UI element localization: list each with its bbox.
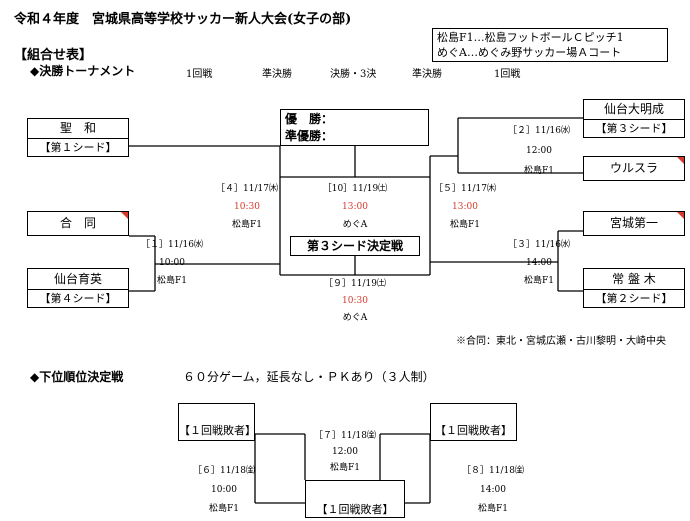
loser-label: 【１回戦敗者】 (179, 424, 256, 437)
match-time: 14:00 (526, 258, 552, 268)
team-box-godo: 合 同 (27, 211, 129, 236)
match-label: ［８］11/18㈮ (462, 466, 524, 476)
winner-label: 優 勝： (285, 112, 334, 126)
match-label: ［３］11/16㈬ (508, 240, 570, 250)
team-name: ウルスラ (609, 161, 658, 175)
round-header-5: 1回戦 (494, 69, 521, 80)
match-venue: 松島F1 (524, 276, 554, 286)
page-title: 令和４年度 宮城県高等学校サッカー新人大会(女子の部) (14, 12, 352, 27)
seed-label: 【第３シード】 (584, 119, 684, 138)
match-9-info: ［９］11/19㈯ 10:30 めぐA (315, 276, 395, 327)
loser-box-right: 【１回戦敗者】 (430, 403, 517, 441)
match-time: 10:30 (342, 296, 368, 306)
team-box-tokiwagi: 常 盤 木 【第２シード】 (583, 268, 685, 308)
match-10-info: ［10］11/19㈯ 13:00 めぐA (315, 180, 395, 234)
team-box-ikuei: 仙台育英 【第４シード】 (27, 268, 129, 308)
match-6-info: ［６］11/18㈮ 10:00 松島F1 (189, 462, 259, 519)
third-place-box: 第３シード決定戦 (290, 236, 420, 256)
match-venue: 松島F1 (157, 276, 187, 286)
match-label: ［４］11/17㈭ (216, 184, 278, 194)
seed-label: 【第１シード】 (28, 138, 128, 157)
seed-label: 【第２シード】 (584, 289, 684, 308)
match-venue: 松島F1 (209, 504, 239, 514)
round-header-2: 準決勝 (262, 69, 292, 80)
match-label: ［２］11/16㈬ (508, 126, 570, 136)
match-label: ［９］11/19㈯ (324, 279, 386, 289)
lower-bracket-rule: ６０分ゲーム，延長なし・ＰＫあり（３人制） (183, 370, 435, 384)
match-5-info: ［５］11/17㈭ 13:00 松島F1 (430, 180, 500, 234)
team-name: 仙台大明成 (603, 102, 664, 116)
seed-label: 【第４シード】 (28, 289, 128, 308)
lower-bracket-label: ◆下位順位決定戦 (30, 370, 124, 384)
section-label: 【組合せ表】 (14, 48, 93, 63)
loser-label: 【１回戦敗者】 (316, 503, 394, 516)
team-name: 常 盤 木 (612, 272, 656, 286)
match-3-info: ［３］11/16㈬ 14:00 松島F1 (504, 236, 574, 290)
match-4-info: ［４］11/17㈭ 10:30 松島F1 (214, 180, 280, 234)
match-7-info: ［７］11/18㈮ 12:00 松島F1 (310, 428, 380, 476)
match-label: ［10］11/19㈯ (322, 184, 388, 194)
match-label: ［７］11/18㈮ (314, 431, 376, 441)
match-label: ［１］11/16㈬ (141, 240, 203, 250)
team-name: 合 同 (59, 216, 96, 230)
team-box-ursula: ウルスラ (583, 156, 685, 181)
match-venue: めぐA (342, 220, 368, 230)
loser-box-bottom: 【１回戦敗者】 (305, 480, 405, 518)
match-time: 10:30 (234, 202, 260, 212)
venue-legend: 松島F1…松島フットボールＣピッチ1 めぐA…めぐみ野サッカー場Ａコート (432, 28, 668, 62)
match-time: 10:00 (211, 485, 237, 495)
match-label: ［５］11/17㈭ (434, 184, 496, 194)
result-box: 優 勝： 準優勝： (280, 109, 429, 146)
match-time: 13:00 (342, 202, 368, 212)
match-venue: 松島F1 (330, 463, 360, 473)
round-header-4: 準決勝 (412, 69, 442, 80)
round-header-1: 1回戦 (186, 69, 213, 80)
match-8-info: ［８］11/18㈮ 14:00 松島F1 (458, 462, 528, 519)
match-time: 10:00 (159, 258, 185, 268)
round-header-3: 決勝・3決 (330, 69, 377, 80)
team-box-seiwa: 聖 和 【第１シード】 (27, 118, 129, 157)
match-2-info: ［２］11/16㈬ 12:00 松島F1 (504, 121, 574, 181)
loser-label: 【１回戦敗者】 (435, 424, 512, 437)
match-label: ［６］11/18㈮ (193, 466, 255, 476)
match-time: 14:00 (480, 485, 506, 495)
match-venue: 松島F1 (450, 220, 480, 230)
team-name: 宮城第一 (609, 216, 658, 230)
third-place-label: 第３シード決定戦 (306, 239, 403, 253)
match-1-info: ［１］11/16㈬ 10:00 松島F1 (137, 236, 207, 290)
venue-legend-line-2: めぐA…めぐみ野サッカー場Ａコート (437, 46, 622, 59)
tournament-label: ◆決勝トーナメント (30, 64, 136, 78)
joint-team-note: ※合同：東北・宮城広瀬・古川黎明・大崎中央 (456, 336, 666, 347)
team-box-meisei: 仙台大明成 【第３シード】 (583, 99, 685, 138)
runner-up-label: 準優勝： (285, 129, 334, 143)
comment-flag-icon (677, 212, 684, 219)
loser-box-left: 【１回戦敗者】 (178, 403, 256, 441)
match-venue: めぐA (342, 313, 368, 323)
team-name: 聖 和 (59, 121, 96, 135)
comment-flag-icon (677, 157, 684, 164)
comment-flag-icon (121, 212, 128, 219)
venue-legend-line-1: 松島F1…松島フットボールＣピッチ1 (437, 31, 624, 44)
match-venue: 松島F1 (232, 220, 262, 230)
match-venue: 松島F1 (524, 166, 554, 176)
match-time: 12:00 (332, 447, 358, 457)
match-time: 13:00 (452, 202, 478, 212)
team-name: 仙台育英 (53, 272, 102, 286)
team-box-daiichi: 宮城第一 (583, 211, 685, 236)
match-venue: 松島F1 (478, 504, 508, 514)
match-time: 12:00 (526, 146, 552, 156)
